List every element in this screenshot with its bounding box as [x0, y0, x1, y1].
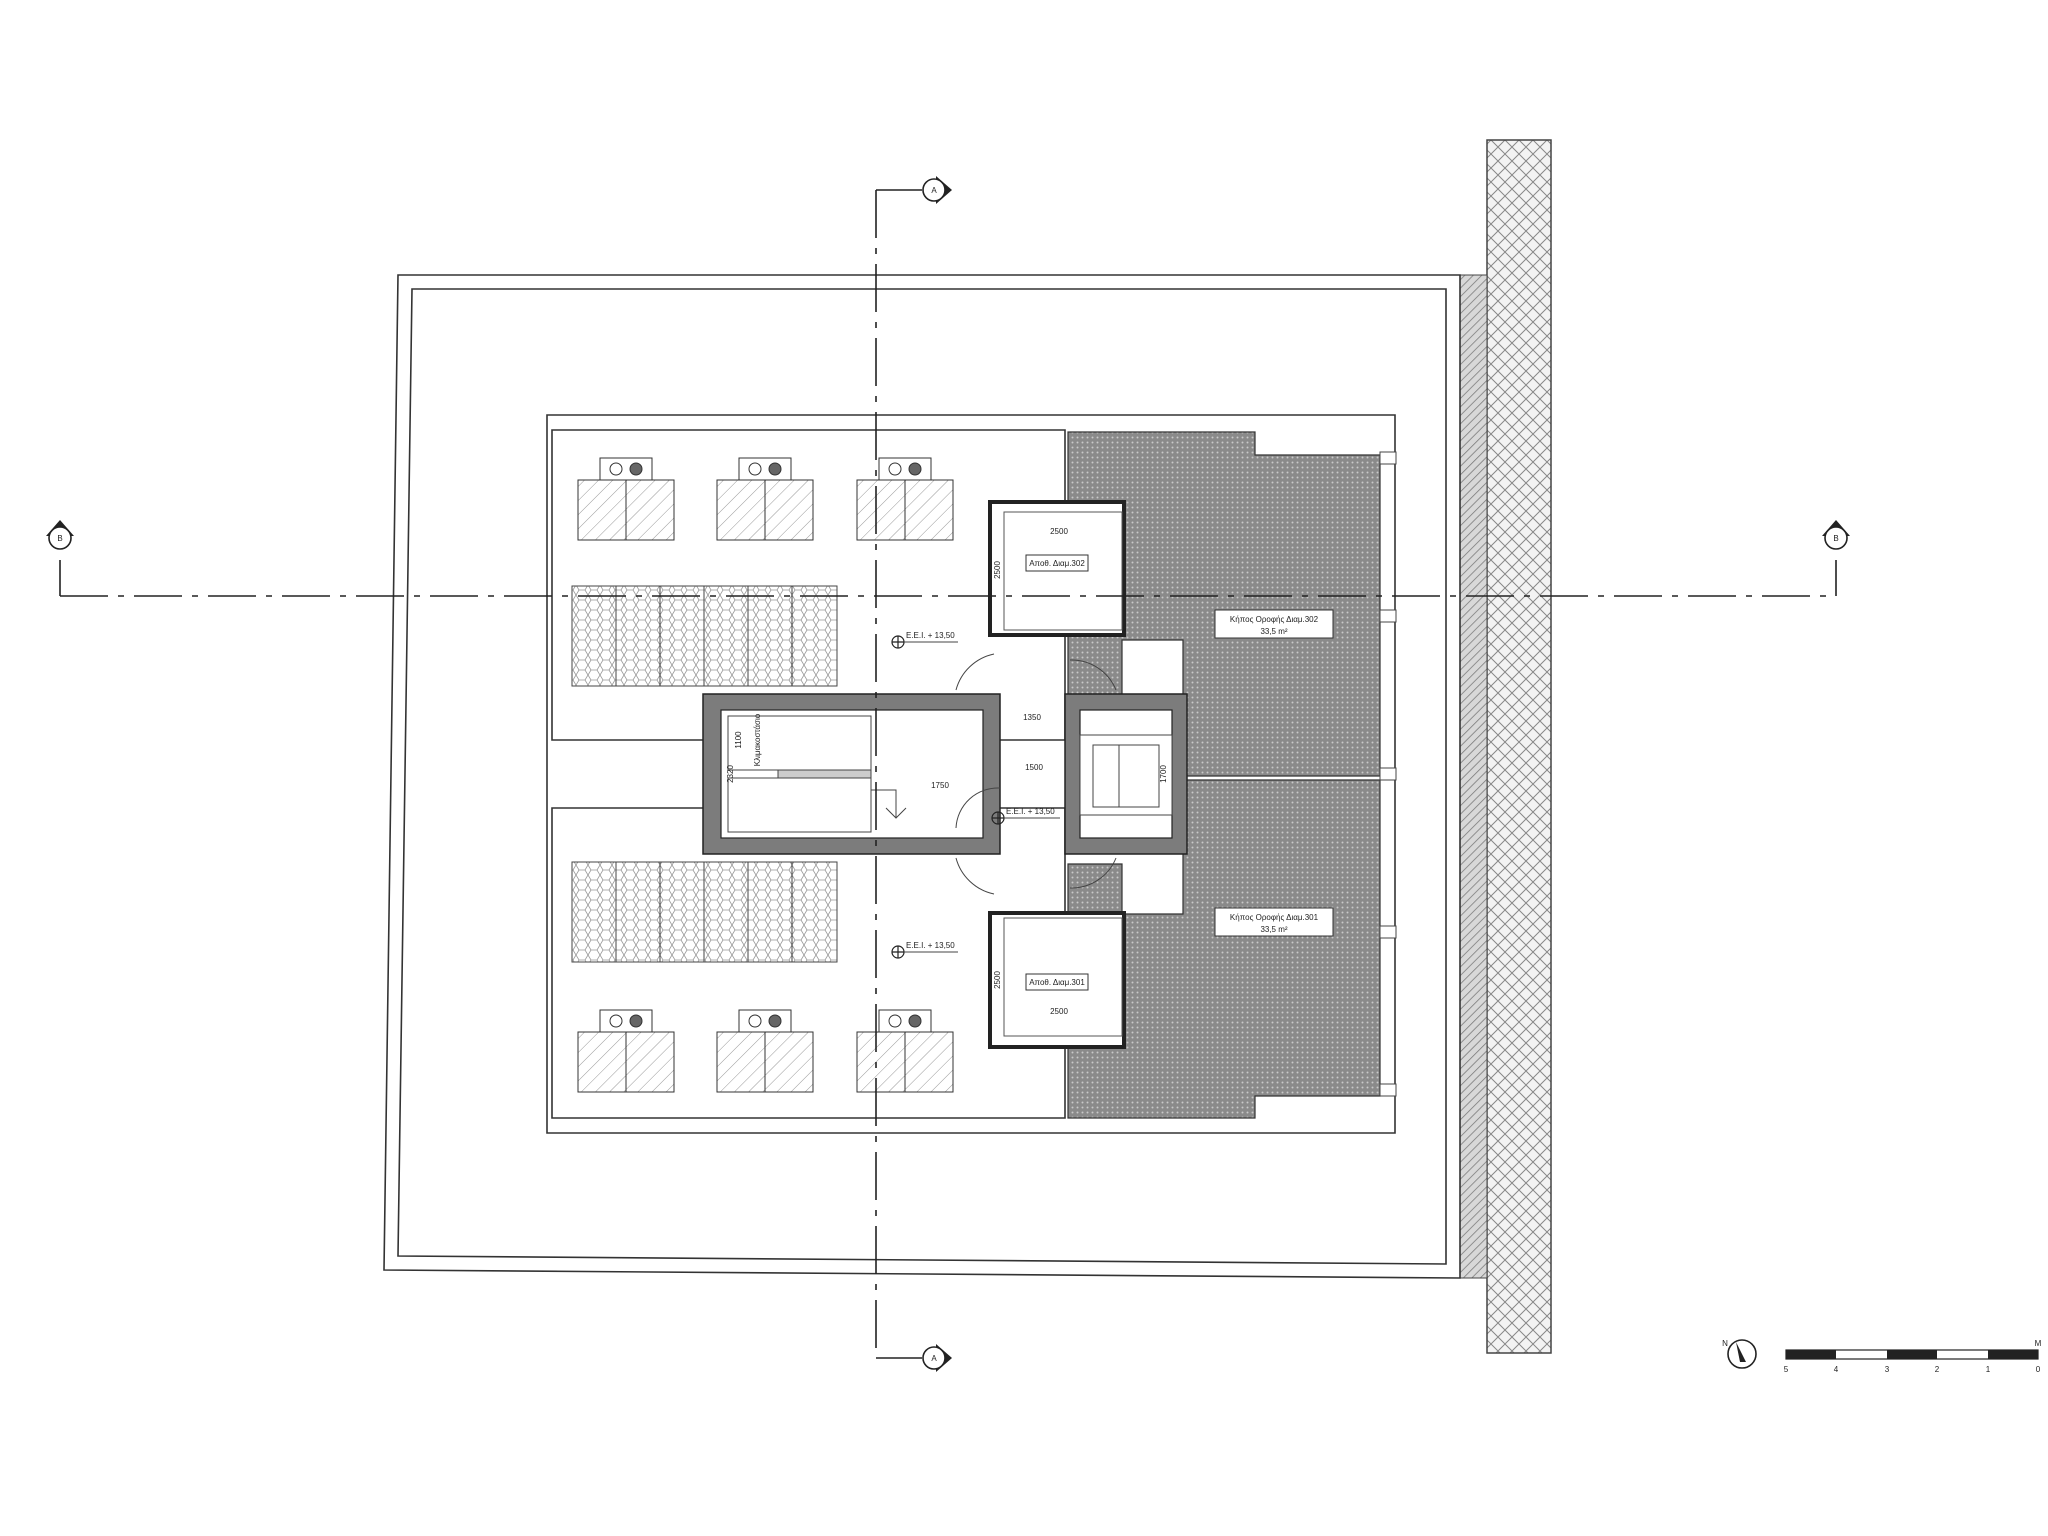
- solar-panels-lower: [571, 861, 838, 963]
- dim-storage-top-width: 2500: [1050, 527, 1068, 536]
- lift-core: [1064, 693, 1188, 855]
- section-line-a: [875, 189, 922, 1359]
- level-bottom-left-label: Ε.Ε.Ι. + 13,50: [906, 941, 955, 950]
- scale-tick-5: 0: [2036, 1365, 2041, 1374]
- roof-slab-outline: [383, 274, 1461, 1279]
- scale-bar: M 5 4 3 2 1 0: [1784, 1339, 2042, 1374]
- doors: [955, 653, 1117, 895]
- dimension-labels: 2500 2500 2500 2500 1350 1500 1750 2320 …: [726, 527, 1168, 1016]
- scale-tick-4: 1: [1986, 1365, 1991, 1374]
- section-marker-b-right: B: [1822, 520, 1850, 550]
- north-label: N: [1722, 1339, 1728, 1348]
- north-arrow: N: [1722, 1339, 1757, 1369]
- level-marker-center: Ε.Ε.Ι. + 13,50: [991, 807, 1060, 825]
- dim-corridor-top: 1350: [1023, 713, 1041, 722]
- scale-tick-3: 2: [1935, 1365, 1940, 1374]
- level-marker-bottom-left: Ε.Ε.Ι. + 13,50: [891, 941, 958, 959]
- solar-panels-upper: [571, 585, 838, 687]
- dim-storage-bottom-width: 2500: [1050, 1007, 1068, 1016]
- room-label-storage-302: Αποθ. Διαμ.302: [1025, 554, 1089, 572]
- roof-garden-301-label: Κήπος Οροφής Διαμ.301: [1230, 913, 1319, 922]
- water-heaters-lower: [577, 1009, 954, 1093]
- boundary-wall: [1486, 139, 1552, 1354]
- level-top-left-label: Ε.Ε.Ι. + 13,50: [906, 631, 955, 640]
- roof-garden-302-label: Κήπος Οροφής Διαμ.302: [1230, 615, 1319, 624]
- stair-core: [702, 693, 1001, 855]
- dim-corridor-mid: 1500: [1025, 763, 1043, 772]
- scale-unit: M: [2035, 1339, 2042, 1348]
- scale-tick-0: 5: [1784, 1365, 1789, 1374]
- section-marker-a-top-label: A: [931, 186, 937, 195]
- water-heaters-upper: [577, 457, 954, 541]
- section-marker-a-top: A: [922, 176, 952, 204]
- section-marker-a-bottom: A: [922, 1344, 952, 1372]
- level-marker-top-left: Ε.Ε.Ι. + 13,50: [891, 631, 958, 649]
- room-label-storage-301: Αποθ. Διαμ.301: [1025, 973, 1089, 991]
- roof-garden-301-area-label: 33,5 m²: [1260, 925, 1287, 934]
- dim-storage-bottom-depth: 2500: [993, 971, 1002, 989]
- room-label-roof-garden-302: Κήπος Οροφής Διαμ.302 33,5 m²: [1214, 609, 1334, 639]
- dim-stair-run: 1100: [734, 731, 743, 749]
- scale-tick-2: 3: [1885, 1365, 1890, 1374]
- section-marker-b-right-label: B: [1833, 534, 1838, 543]
- dim-lift-depth: 1700: [1159, 765, 1168, 783]
- parapet-strip: [1459, 274, 1488, 1279]
- section-marker-b-left: B: [46, 520, 74, 550]
- parapet-nubs: [1379, 451, 1397, 1097]
- dim-storage-top-depth: 2500: [993, 561, 1002, 579]
- scale-tick-1: 4: [1834, 1365, 1839, 1374]
- dim-stair-depth: 2320: [726, 765, 735, 783]
- room-label-roof-garden-301: Κήπος Οροφής Διαμ.301 33,5 m²: [1214, 907, 1334, 937]
- storage-302-label: Αποθ. Διαμ.302: [1029, 559, 1085, 568]
- level-center-label: Ε.Ε.Ι. + 13,50: [1006, 807, 1055, 816]
- section-line-b: [59, 560, 1837, 597]
- roof-garden-302-area-label: 33,5 m²: [1260, 627, 1287, 636]
- dim-stair-width: 1750: [931, 781, 949, 790]
- stair-label: Κλιμακοστάσιο: [753, 713, 762, 766]
- section-marker-a-bottom-label: A: [931, 1354, 937, 1363]
- storage-301-label: Αποθ. Διαμ.301: [1029, 978, 1085, 987]
- section-marker-b-left-label: B: [57, 534, 62, 543]
